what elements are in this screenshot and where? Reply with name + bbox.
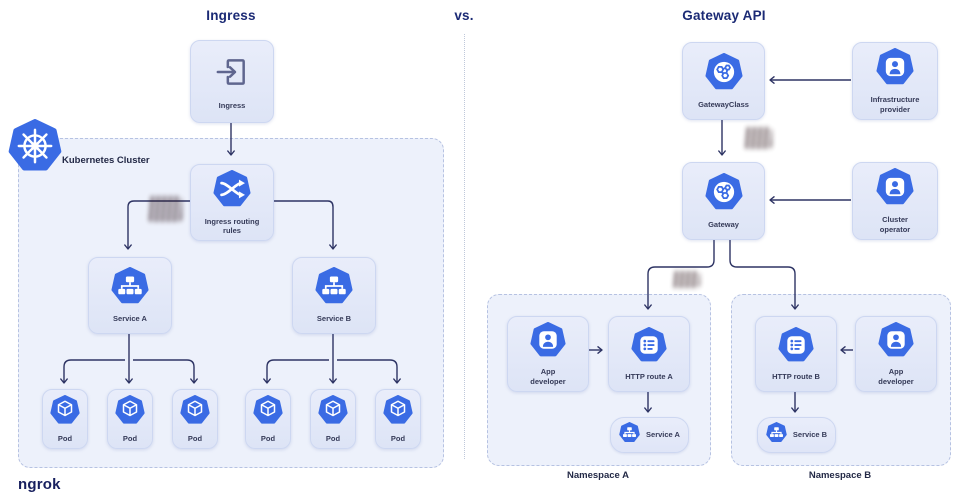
pod-node: Pod — [375, 389, 421, 449]
vs-label: vs. — [454, 8, 474, 23]
ingress-routing-rules-node: Ingress routing rules — [190, 164, 274, 241]
person-icon — [878, 322, 914, 363]
ingress-node: Ingress — [190, 40, 274, 123]
gateway-molecule-icon — [704, 172, 743, 216]
gateway-molecule-icon — [704, 52, 743, 96]
node-label: Gateway — [708, 219, 739, 229]
pod-cube-icon — [50, 394, 80, 430]
http-route-icon — [778, 326, 814, 368]
pod-node: Pod — [245, 389, 291, 449]
pod-node: Pod — [42, 389, 88, 449]
infrastructure-provider-node: Infrastructure provider — [852, 42, 938, 120]
person-icon — [530, 322, 566, 363]
left-section-title: Ingress — [206, 8, 256, 23]
node-label: Pod — [325, 433, 341, 443]
pod-node: Pod — [107, 389, 153, 449]
node-label: Cluster operator — [879, 215, 911, 234]
node-label: HTTP route B — [772, 371, 820, 381]
service-tree-icon — [111, 267, 149, 310]
app-developer-b-node: App developer — [855, 316, 937, 392]
node-label: Ingress — [218, 101, 246, 111]
node-label: Pod — [390, 433, 406, 443]
node-label: App developer — [878, 367, 914, 386]
gateway-node: Gateway — [682, 162, 765, 240]
node-label: App developer — [530, 367, 566, 386]
service-tree-icon — [315, 267, 353, 310]
namespace-a-label: Namespace A — [567, 470, 629, 481]
http-route-icon — [631, 326, 667, 368]
service-a-node: Service A — [88, 257, 172, 334]
gatewayclass-node: GatewayClass — [682, 42, 765, 120]
service-b-pill-node: Service B — [757, 417, 836, 453]
node-label: Ingress routing rules — [204, 216, 260, 235]
node-label: GatewayClass — [698, 99, 749, 109]
right-section-title: Gateway API — [682, 8, 766, 23]
service-tree-icon — [766, 422, 787, 448]
pod-cube-icon — [318, 394, 348, 430]
pod-cube-icon — [253, 394, 283, 430]
http-route-a-node: HTTP route A — [608, 316, 690, 392]
node-label: HTTP route A — [625, 371, 673, 381]
pod-node: Pod — [172, 389, 218, 449]
node-label: Pod — [187, 433, 203, 443]
node-label: Infrastructure provider — [870, 95, 920, 114]
kubernetes-cluster-label: Kubernetes Cluster — [62, 155, 150, 166]
door-arrow-icon — [212, 52, 252, 97]
shuffle-icon — [213, 169, 251, 213]
redacted-smudge — [744, 127, 772, 149]
kubernetes-logo-icon — [8, 119, 62, 173]
redacted-smudge — [672, 271, 700, 288]
node-label: Service B — [316, 314, 352, 324]
node-label: Service B — [792, 430, 828, 440]
cluster-operator-node: Cluster operator — [852, 162, 938, 240]
node-label: Pod — [260, 433, 276, 443]
http-route-b-node: HTTP route B — [755, 316, 837, 392]
pod-cube-icon — [180, 394, 210, 430]
pod-node: Pod — [310, 389, 356, 449]
node-label: Service A — [646, 430, 680, 440]
service-b-node: Service B — [292, 257, 376, 334]
app-developer-a-node: App developer — [507, 316, 589, 392]
service-a-pill-node: Service A — [610, 417, 689, 453]
node-label: Pod — [57, 433, 73, 443]
namespace-b-label: Namespace B — [808, 470, 872, 481]
pod-cube-icon — [383, 394, 413, 430]
person-icon — [876, 168, 914, 211]
person-icon — [876, 48, 914, 91]
node-label: Pod — [122, 433, 138, 443]
node-label: Service A — [113, 314, 147, 324]
service-tree-icon — [619, 422, 640, 448]
redacted-smudge — [148, 196, 182, 222]
ngrok-logo: ngrok — [18, 476, 61, 493]
section-divider — [464, 34, 465, 459]
pod-cube-icon — [115, 394, 145, 430]
